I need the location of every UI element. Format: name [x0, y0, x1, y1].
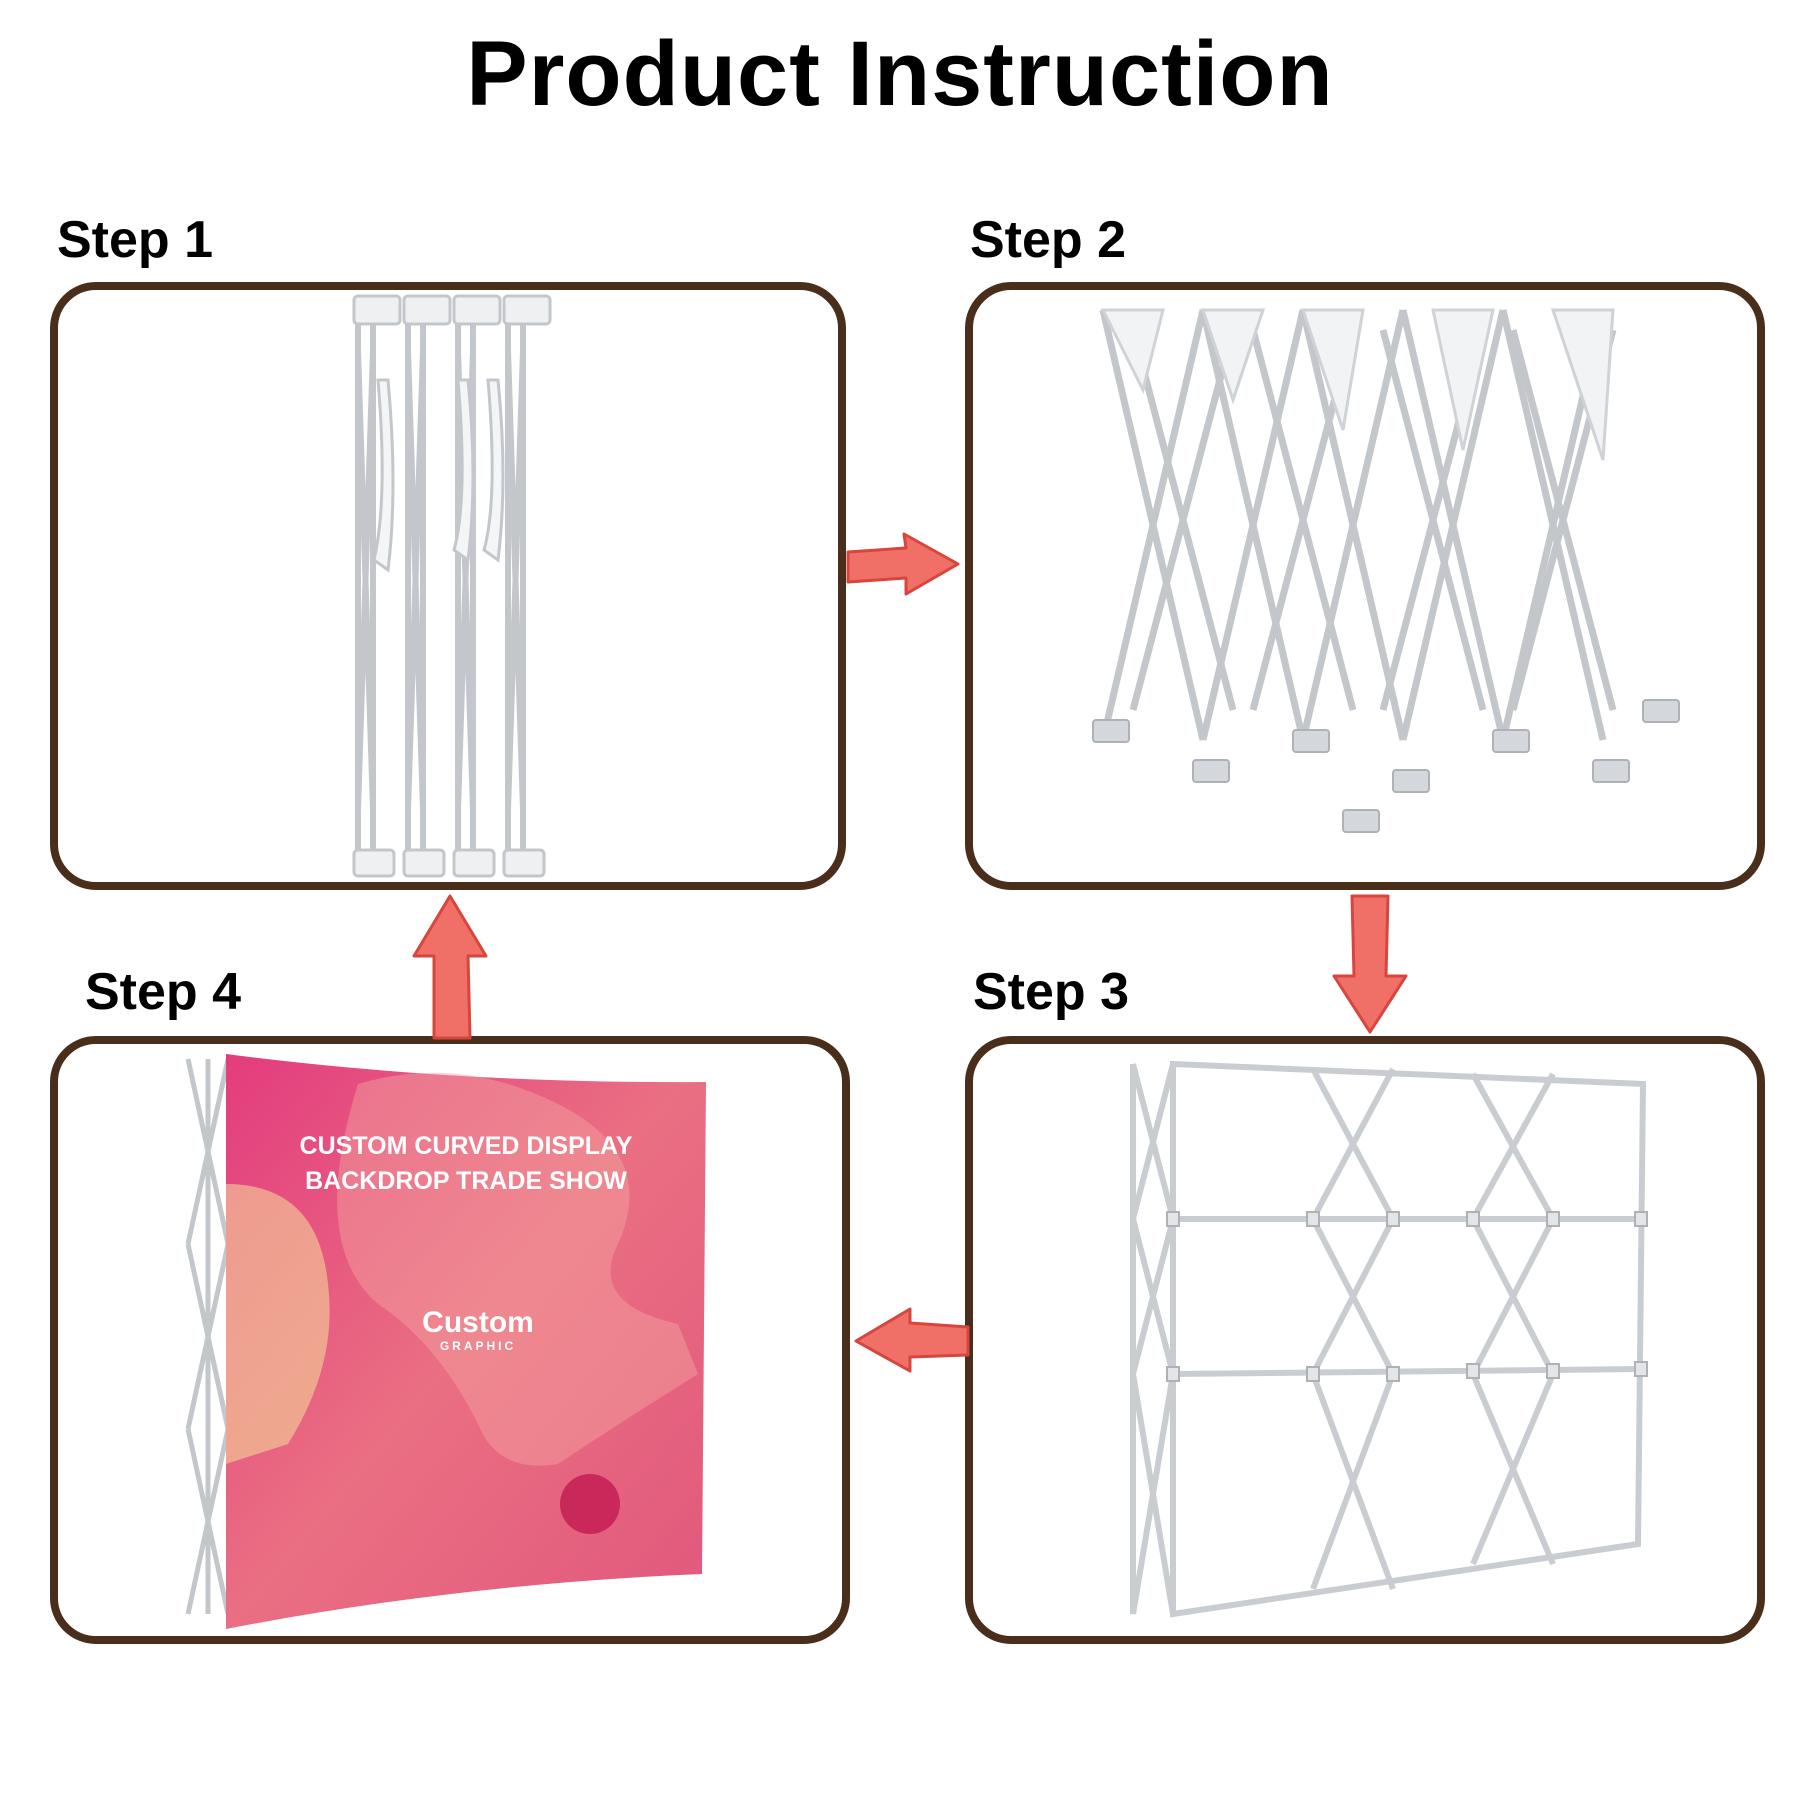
banner-headline-2: BACKDROP TRADE SHOW [305, 1167, 627, 1195]
banner-circle [560, 1474, 620, 1534]
arrow-left-icon [854, 1307, 970, 1373]
arrow-right-icon [846, 532, 960, 596]
step-1-panel [50, 282, 846, 890]
banner-headline-1: CUSTOM CURVED DISPLAY [300, 1132, 633, 1160]
step-4-label: Step 4 [85, 963, 242, 1021]
step-2-panel [965, 282, 1765, 890]
arrow-up-icon [412, 894, 488, 1040]
banner-display-image: CUSTOM CURVED DISPLAY BACKDROP TRADE SHO… [185, 1054, 706, 1629]
banner-brand-sub: GRAPHIC [440, 1339, 516, 1353]
expanded-frame-image [1130, 1060, 1648, 1618]
folded-frame-image [352, 294, 552, 878]
step-2-label: Step 2 [970, 211, 1127, 269]
step-3-label: Step 3 [973, 963, 1130, 1021]
arrow-down-icon [1332, 894, 1408, 1034]
step-4-panel: CUSTOM CURVED DISPLAY BACKDROP TRADE SHO… [50, 1036, 850, 1644]
banner-brand: Custom [422, 1306, 534, 1339]
expanding-frame-image [1092, 308, 1680, 833]
page-title: Product Instruction [466, 23, 1334, 125]
step-3-panel [965, 1036, 1765, 1644]
step-1-label: Step 1 [57, 211, 214, 269]
